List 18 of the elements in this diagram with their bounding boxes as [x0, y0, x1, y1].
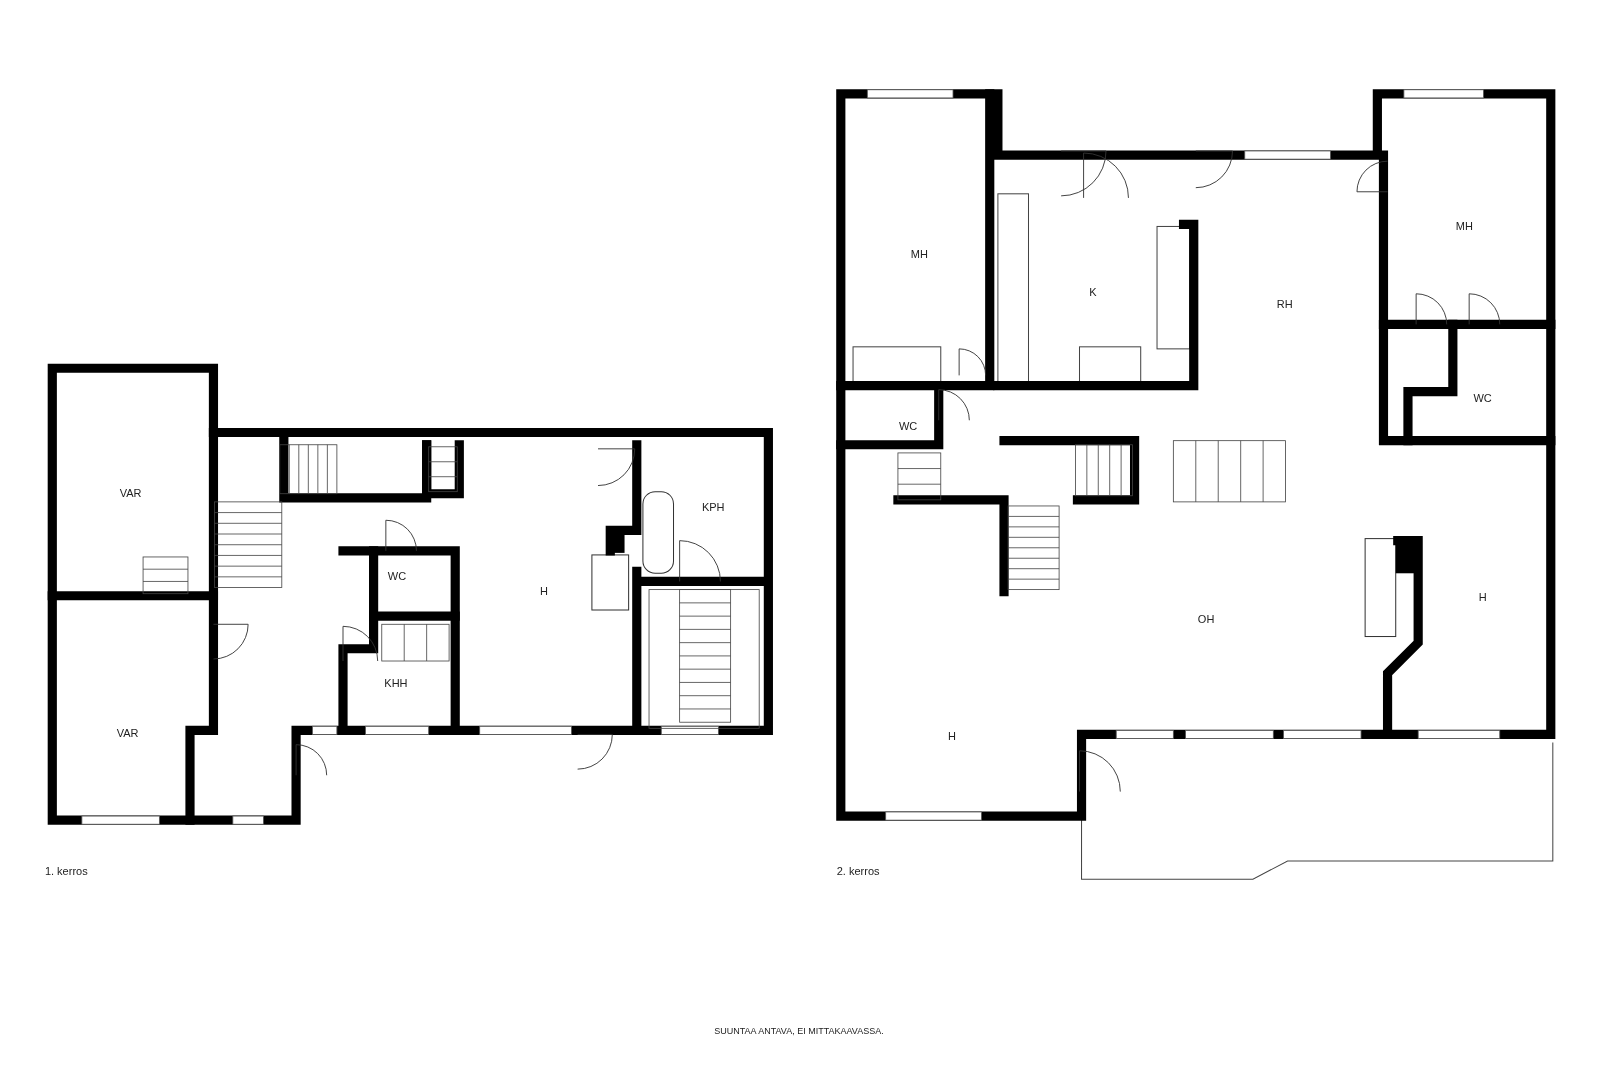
- room-label: OH: [1197, 613, 1215, 626]
- room-label: K: [1089, 285, 1097, 298]
- room-label: VAR: [119, 486, 142, 499]
- room-label: MH: [1455, 219, 1473, 232]
- caption: SUUNTAA ANTAVA, EI MITTAKAAVASSA.: [714, 1025, 884, 1036]
- floor-label: 1. kerros: [44, 865, 88, 878]
- floor-label: 2. kerros: [836, 865, 880, 878]
- room-label: WC: [899, 419, 918, 432]
- room-label: VAR: [116, 726, 139, 739]
- room-label: H: [948, 729, 956, 742]
- room-label: H: [1478, 590, 1487, 603]
- room-label: WC: [1473, 391, 1492, 404]
- room-label: MH: [910, 248, 928, 261]
- room-label: RH: [1276, 298, 1293, 311]
- room-label: WC: [387, 569, 407, 582]
- room-label: KPH: [701, 501, 725, 514]
- room-label: H: [539, 584, 548, 597]
- room-label: KHH: [384, 676, 408, 689]
